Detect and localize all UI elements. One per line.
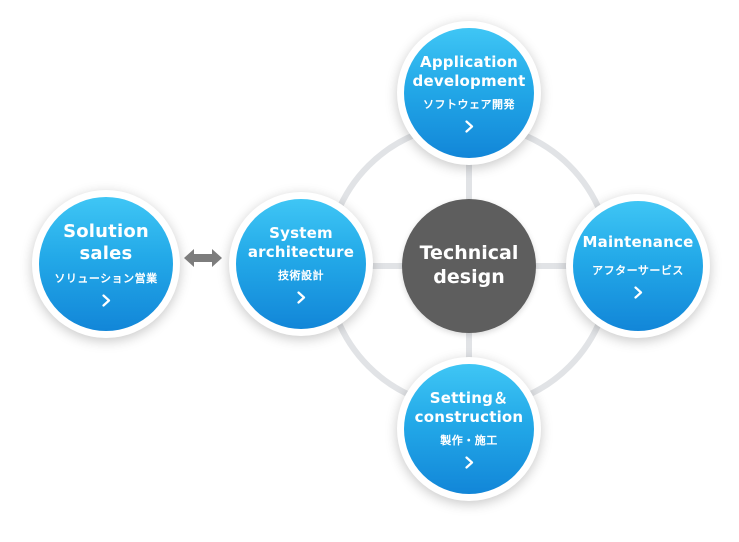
center-title-line1: Technical — [419, 242, 519, 265]
application-development-title-line1: Application — [420, 52, 518, 71]
setting-construction-subtitle: 製作・施工 — [440, 434, 498, 448]
connector-spoke-left — [362, 263, 406, 269]
system-architecture-title-line2: architecture — [247, 243, 355, 261]
chevron-right-icon — [464, 120, 473, 133]
connector-spoke-bottom — [466, 330, 472, 382]
system-architecture-button[interactable]: System architecture 技術設計 — [229, 192, 373, 336]
solution-sales-title-line1: Solution — [63, 221, 149, 243]
chevron-right-icon — [633, 286, 642, 299]
maintenance-button[interactable]: Maintenance アフターサービス — [566, 194, 710, 338]
chevron-right-icon — [296, 291, 305, 304]
maintenance-title: Maintenance — [582, 232, 694, 251]
connector-spoke-right — [532, 263, 576, 269]
technical-design-center: Technical design — [402, 199, 536, 333]
chevron-right-icon — [464, 456, 473, 469]
solution-sales-title-line2: sales — [79, 243, 133, 264]
connector-spoke-top — [466, 150, 472, 202]
center-title-line2: design — [433, 266, 505, 288]
chevron-right-icon — [101, 294, 110, 307]
double-arrow-icon — [184, 249, 222, 267]
setting-construction-title-line2: construction — [414, 408, 524, 426]
system-architecture-subtitle: 技術設計 — [278, 269, 324, 283]
application-development-title-line2: development — [412, 72, 526, 90]
maintenance-subtitle: アフターサービス — [592, 264, 684, 278]
system-architecture-title-line1: System — [269, 223, 333, 242]
solution-sales-subtitle: ソリューション営業 — [54, 271, 158, 285]
setting-construction-title-line1: Setting＆ — [429, 388, 509, 407]
application-development-subtitle: ソフトウェア開発 — [423, 98, 515, 112]
application-development-button[interactable]: Application development ソフトウェア開発 — [397, 21, 541, 165]
solution-sales-button[interactable]: Solution sales ソリューション営業 — [32, 190, 180, 338]
setting-construction-button[interactable]: Setting＆ construction 製作・施工 — [397, 357, 541, 501]
